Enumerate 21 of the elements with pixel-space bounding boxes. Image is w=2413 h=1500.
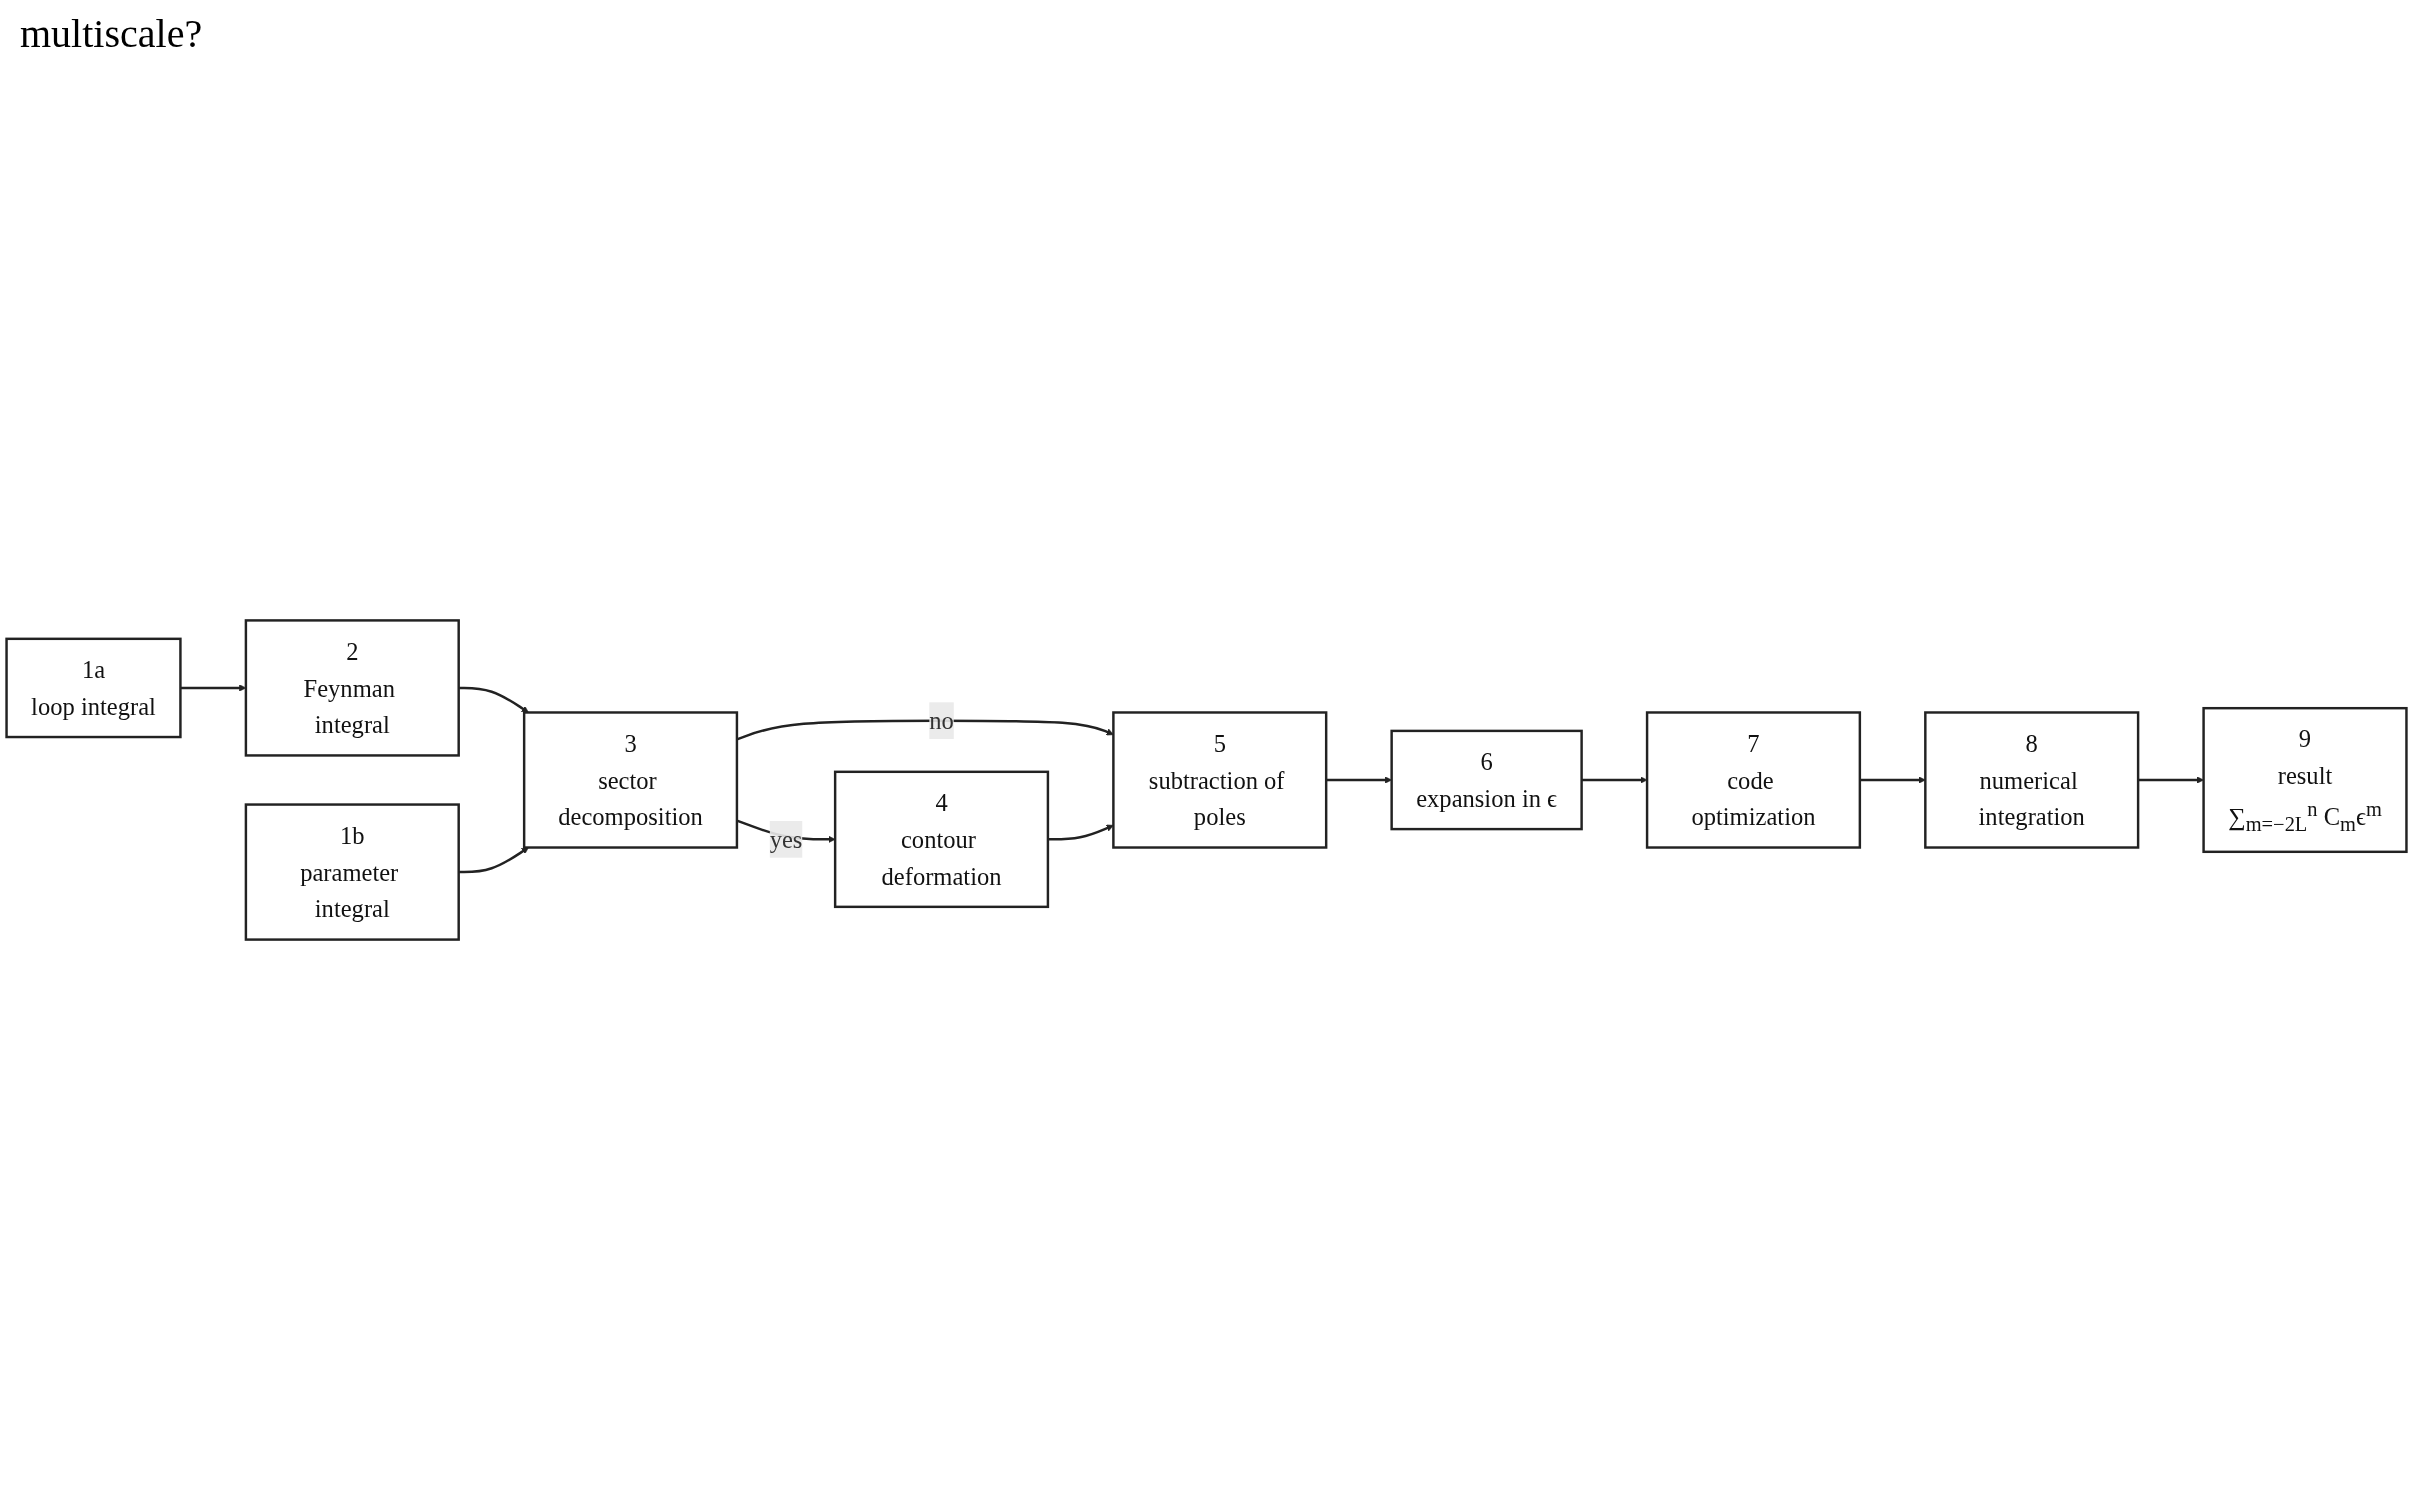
node-box: 1b parameter integral xyxy=(244,803,460,941)
arrow xyxy=(1581,776,1648,784)
arrow xyxy=(1326,776,1392,784)
edge-label: no xyxy=(929,707,954,735)
node-box: 6 expansion in ϵ xyxy=(1390,729,1583,831)
node-box: 5 subtraction of poles xyxy=(1112,711,1328,849)
node-box: 9 result ∑$_{m=−2L}$$^{n}$ C$_{m}$ϵ$^{m}$ xyxy=(2202,706,2408,854)
node-box: 1a loop integral xyxy=(5,637,182,739)
node-box: 2 Feynman integral xyxy=(244,619,460,757)
node-box: 3 sector decomposition xyxy=(522,711,739,849)
node-box: 8 numerical integration xyxy=(1924,711,2140,849)
arrow xyxy=(1047,824,1114,841)
edge-label: yes xyxy=(769,825,803,853)
arrow xyxy=(1859,776,1926,784)
node-box: 7 code optimization xyxy=(1645,711,1862,849)
arrow xyxy=(458,686,529,713)
arrow xyxy=(736,719,1114,741)
node-box: 4 contour deformation xyxy=(833,770,1050,909)
arrow xyxy=(2138,776,2204,784)
note-text: multiscale? xyxy=(20,11,203,56)
arrow xyxy=(458,847,529,874)
